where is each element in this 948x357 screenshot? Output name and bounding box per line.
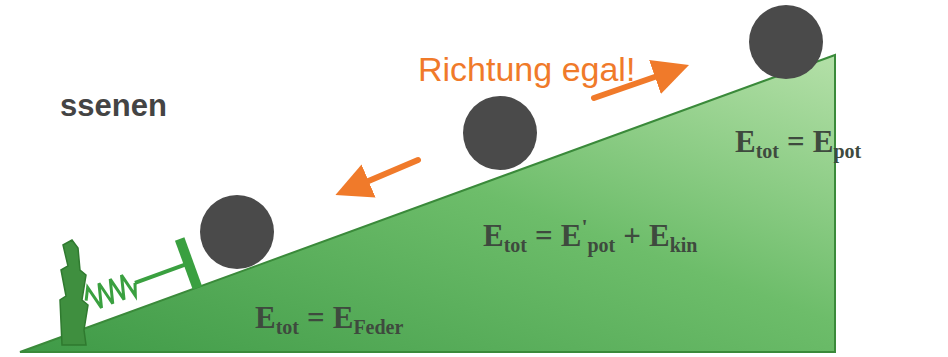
label-text: E — [561, 218, 582, 253]
label-text: Richtung egal! — [418, 50, 635, 88]
operator: = — [307, 300, 325, 335]
ball — [200, 195, 274, 269]
subscript: tot — [504, 234, 527, 256]
direction-note: Richtung egal! — [418, 50, 635, 89]
subscript: Feder — [353, 316, 403, 338]
prime-mark: ' — [581, 214, 587, 239]
wall — [60, 240, 88, 345]
subscript: kin — [670, 234, 698, 256]
direction-arrow — [352, 160, 418, 188]
spring-plate — [175, 237, 202, 289]
label-text: E — [255, 300, 276, 335]
label-text: E — [735, 124, 756, 159]
operator: = — [535, 218, 553, 253]
energy-formula: Etot=Epot — [735, 124, 861, 163]
label-text: E — [333, 300, 354, 335]
subscript: tot — [756, 140, 779, 162]
label-text: E — [649, 218, 670, 253]
spring-rod — [135, 264, 186, 282]
subscript: pot — [588, 234, 616, 256]
ball — [463, 96, 537, 170]
operator: = — [787, 124, 805, 159]
energy-formula: Etot=EFeder — [255, 300, 403, 339]
inclined-plane — [20, 55, 835, 352]
label-text: ssenen — [60, 88, 167, 123]
subscript: pot — [833, 140, 861, 162]
label-text: E — [813, 124, 834, 159]
heading-fragment: ssenen — [60, 88, 167, 124]
operator: + — [623, 218, 641, 253]
ball — [749, 5, 823, 79]
spring-coil — [82, 272, 139, 312]
energy-formula: Etot=E'pot+Ekin — [483, 214, 697, 257]
spring-buffer — [60, 237, 202, 345]
label-text: E — [483, 218, 504, 253]
subscript: tot — [276, 316, 299, 338]
